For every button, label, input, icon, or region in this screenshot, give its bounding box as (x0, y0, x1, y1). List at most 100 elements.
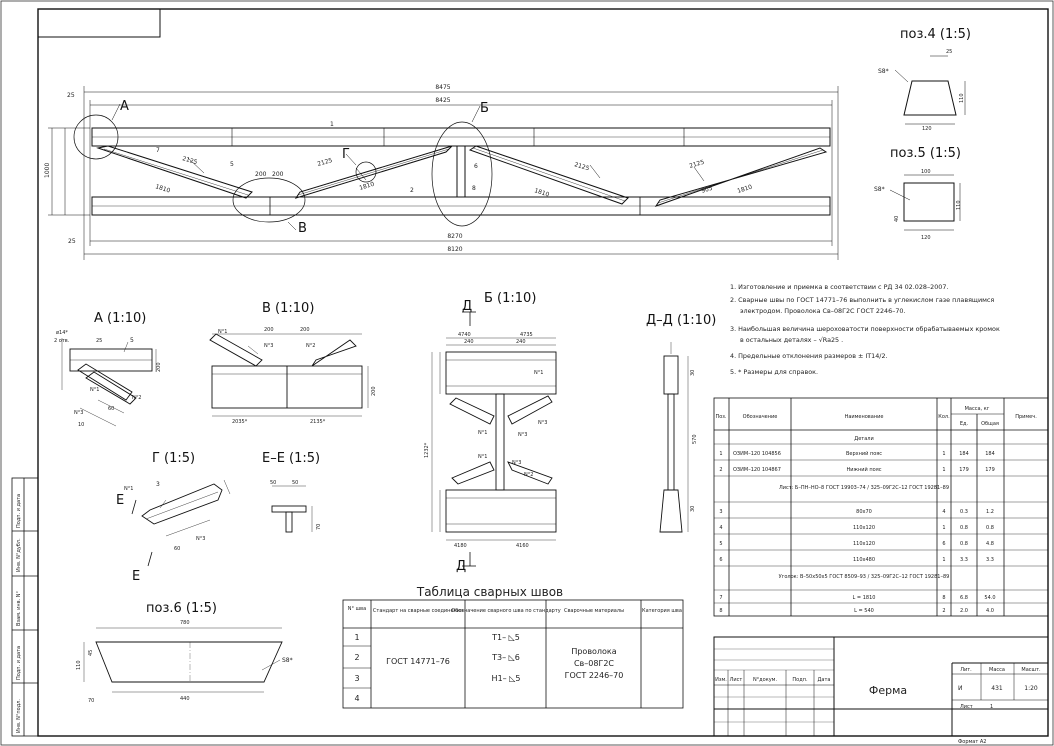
view-a-n2: N°2 (132, 395, 141, 401)
weld-row-no: 2 (354, 653, 359, 662)
dim-2125: 2125 (181, 155, 198, 166)
side-stamp-label: Подп. и дата (16, 646, 22, 680)
dim-200: 200 (255, 171, 267, 178)
tb-header: Подп. (792, 677, 808, 683)
spec-cell-name: Нижний пояс (847, 466, 882, 473)
view-a-25: 25 (96, 338, 102, 344)
view-v-200c: 200 (371, 386, 377, 396)
spec-section: Детали (854, 436, 873, 442)
spec-cell-total: 0.8 (986, 525, 994, 531)
view-v-detail (209, 333, 369, 417)
spec-cell-name: 80x70 (856, 509, 872, 515)
spec-cell-total: 4.0 (986, 608, 994, 614)
weld-table-headers: N° шва Стандарт на сварные соединения Об… (348, 606, 682, 614)
technical-notes: 1. Изготовление и приемка в соответствии… (730, 283, 1000, 376)
spec-cell-total: 3.3 (986, 557, 994, 563)
view-v-n1: N°1 (218, 329, 227, 335)
spec-cell-code: ОЗИМ–120 104867 (733, 467, 781, 473)
view-g-n3: N°3 (196, 536, 205, 542)
view-a-10: 10 (78, 422, 84, 428)
tb-stage: И (958, 685, 963, 692)
view-g-n1: N°1 (124, 486, 133, 492)
weld-symbol: Т3– ◺6 (491, 653, 520, 662)
tb-stage-label: Лит. (960, 667, 972, 673)
view-b-labels: Б (1:10) Д Д 4740 4735 240 240 4180 4160… (424, 291, 547, 574)
weld-h-no: N° шва (348, 606, 366, 612)
spec-cell-unit: 179 (959, 467, 969, 473)
view-g-detail (131, 479, 231, 567)
view-a-holes: 2 отв. (54, 338, 70, 344)
view-dd-title: Д–Д (1:10) (646, 313, 716, 328)
spec-cell-qty: 4 (942, 509, 945, 515)
view-a-part5: 5 (130, 337, 134, 344)
pos5-100: 100 (921, 169, 931, 175)
view-b-1232: 1232* (424, 442, 430, 458)
spec-cell-code: ОЗИМ–120 104856 (733, 451, 781, 457)
marker-a: А (120, 99, 129, 114)
pos5-s8: S8* (874, 186, 885, 193)
view-a-labels: А (1:10) ø14* 2 отв. 25 5 N°1 N°2 N°3 60… (54, 311, 162, 428)
tb-header: Лист (730, 677, 743, 683)
weld-table-title: Таблица сварных швов (416, 585, 563, 599)
spec-cell-pos: 1 (719, 451, 722, 457)
pos4-s8: S8* (878, 68, 889, 75)
spec-cell-pos: 3 (719, 509, 722, 515)
view-ee-50b: 50 (292, 480, 298, 486)
view-dd-570: 570 (692, 434, 698, 444)
side-stamp-label: Подп. и дата (16, 494, 22, 528)
spec-cell-total: 54.0 (984, 595, 995, 601)
spec-h-pos: Поз. (715, 414, 726, 420)
view-ee-70: 70 (316, 524, 322, 530)
side-stamp (11, 477, 39, 737)
view-b-4180: 4180 (454, 543, 467, 549)
weld-table-grid (342, 599, 684, 709)
note-line: в остальных деталях – √Ra25 . (740, 336, 843, 344)
pos4-detail (894, 55, 966, 125)
tb-header: Дата (818, 677, 831, 683)
pos5-120: 120 (921, 235, 931, 241)
dim-25b: 25 (68, 238, 76, 245)
spec-cell-qty: 2 (942, 608, 945, 614)
weld-h-standard: Стандарт на сварные соединения (373, 608, 463, 614)
pos6-45: 45 (88, 650, 94, 656)
weld-material: Проволока (571, 647, 616, 656)
spec-cell-qty: 1 (942, 451, 945, 457)
view-b-n3b: N°3 (518, 432, 527, 438)
view-b-n2: N°2 (524, 472, 533, 478)
spec-cell-pos: 7 (719, 595, 722, 601)
view-g-title: Г (1:5) (152, 451, 195, 466)
spec-h-mass: Масса, кг (965, 406, 990, 412)
spec-cell-name: L = 540 (854, 608, 874, 614)
weld-h-category: Категория шва (642, 608, 682, 614)
side-stamp-label: Взам. инв. N° (16, 591, 22, 626)
view-b-cut-d2: Д (456, 559, 466, 574)
weld-h-symbol: Обозначение сварного шва по стандарту (451, 608, 561, 614)
pos5-labels: поз.5 (1:5) S8* 100 120 110 40 (874, 146, 962, 241)
spec-cell-pos: 8 (719, 608, 722, 614)
spec-h-qty: Кол. (938, 414, 950, 420)
weld-material: ГОСТ 2246–70 (565, 671, 624, 680)
view-a-200: 200 (156, 362, 162, 372)
tb-header: N°докум. (753, 677, 778, 683)
view-v-labels: В (1:10) N°1 N°3 N°2 200 200 2035* 2135*… (218, 301, 377, 425)
dim-8425: 8425 (435, 97, 450, 104)
spec-cell-name: Уголок: В–50x50x5 ГОСТ 8509–93 / 325–09Г… (779, 574, 950, 580)
spec-h-name: Наименование (845, 414, 884, 420)
tb-sheet: 1 (990, 704, 993, 710)
view-pos6: поз.6 (1:5) (146, 601, 217, 616)
spec-cell-pos: 5 (719, 541, 722, 547)
truss-post (456, 145, 466, 198)
view-g-60: 60 (174, 546, 180, 552)
spec-h-note: Примеч. (1015, 414, 1037, 420)
spec-cell-unit: 0.8 (960, 541, 968, 547)
part-2: 2 (410, 187, 414, 194)
spec-cell-total: 1.2 (986, 509, 994, 515)
view-a-n1: N°1 (90, 387, 99, 393)
spec-cell-total: 184 (985, 451, 995, 457)
title-block-grid (713, 636, 1049, 737)
pos6-70: 70 (88, 698, 94, 704)
pos4-120: 120 (922, 126, 932, 132)
pos4-110: 110 (959, 93, 965, 103)
